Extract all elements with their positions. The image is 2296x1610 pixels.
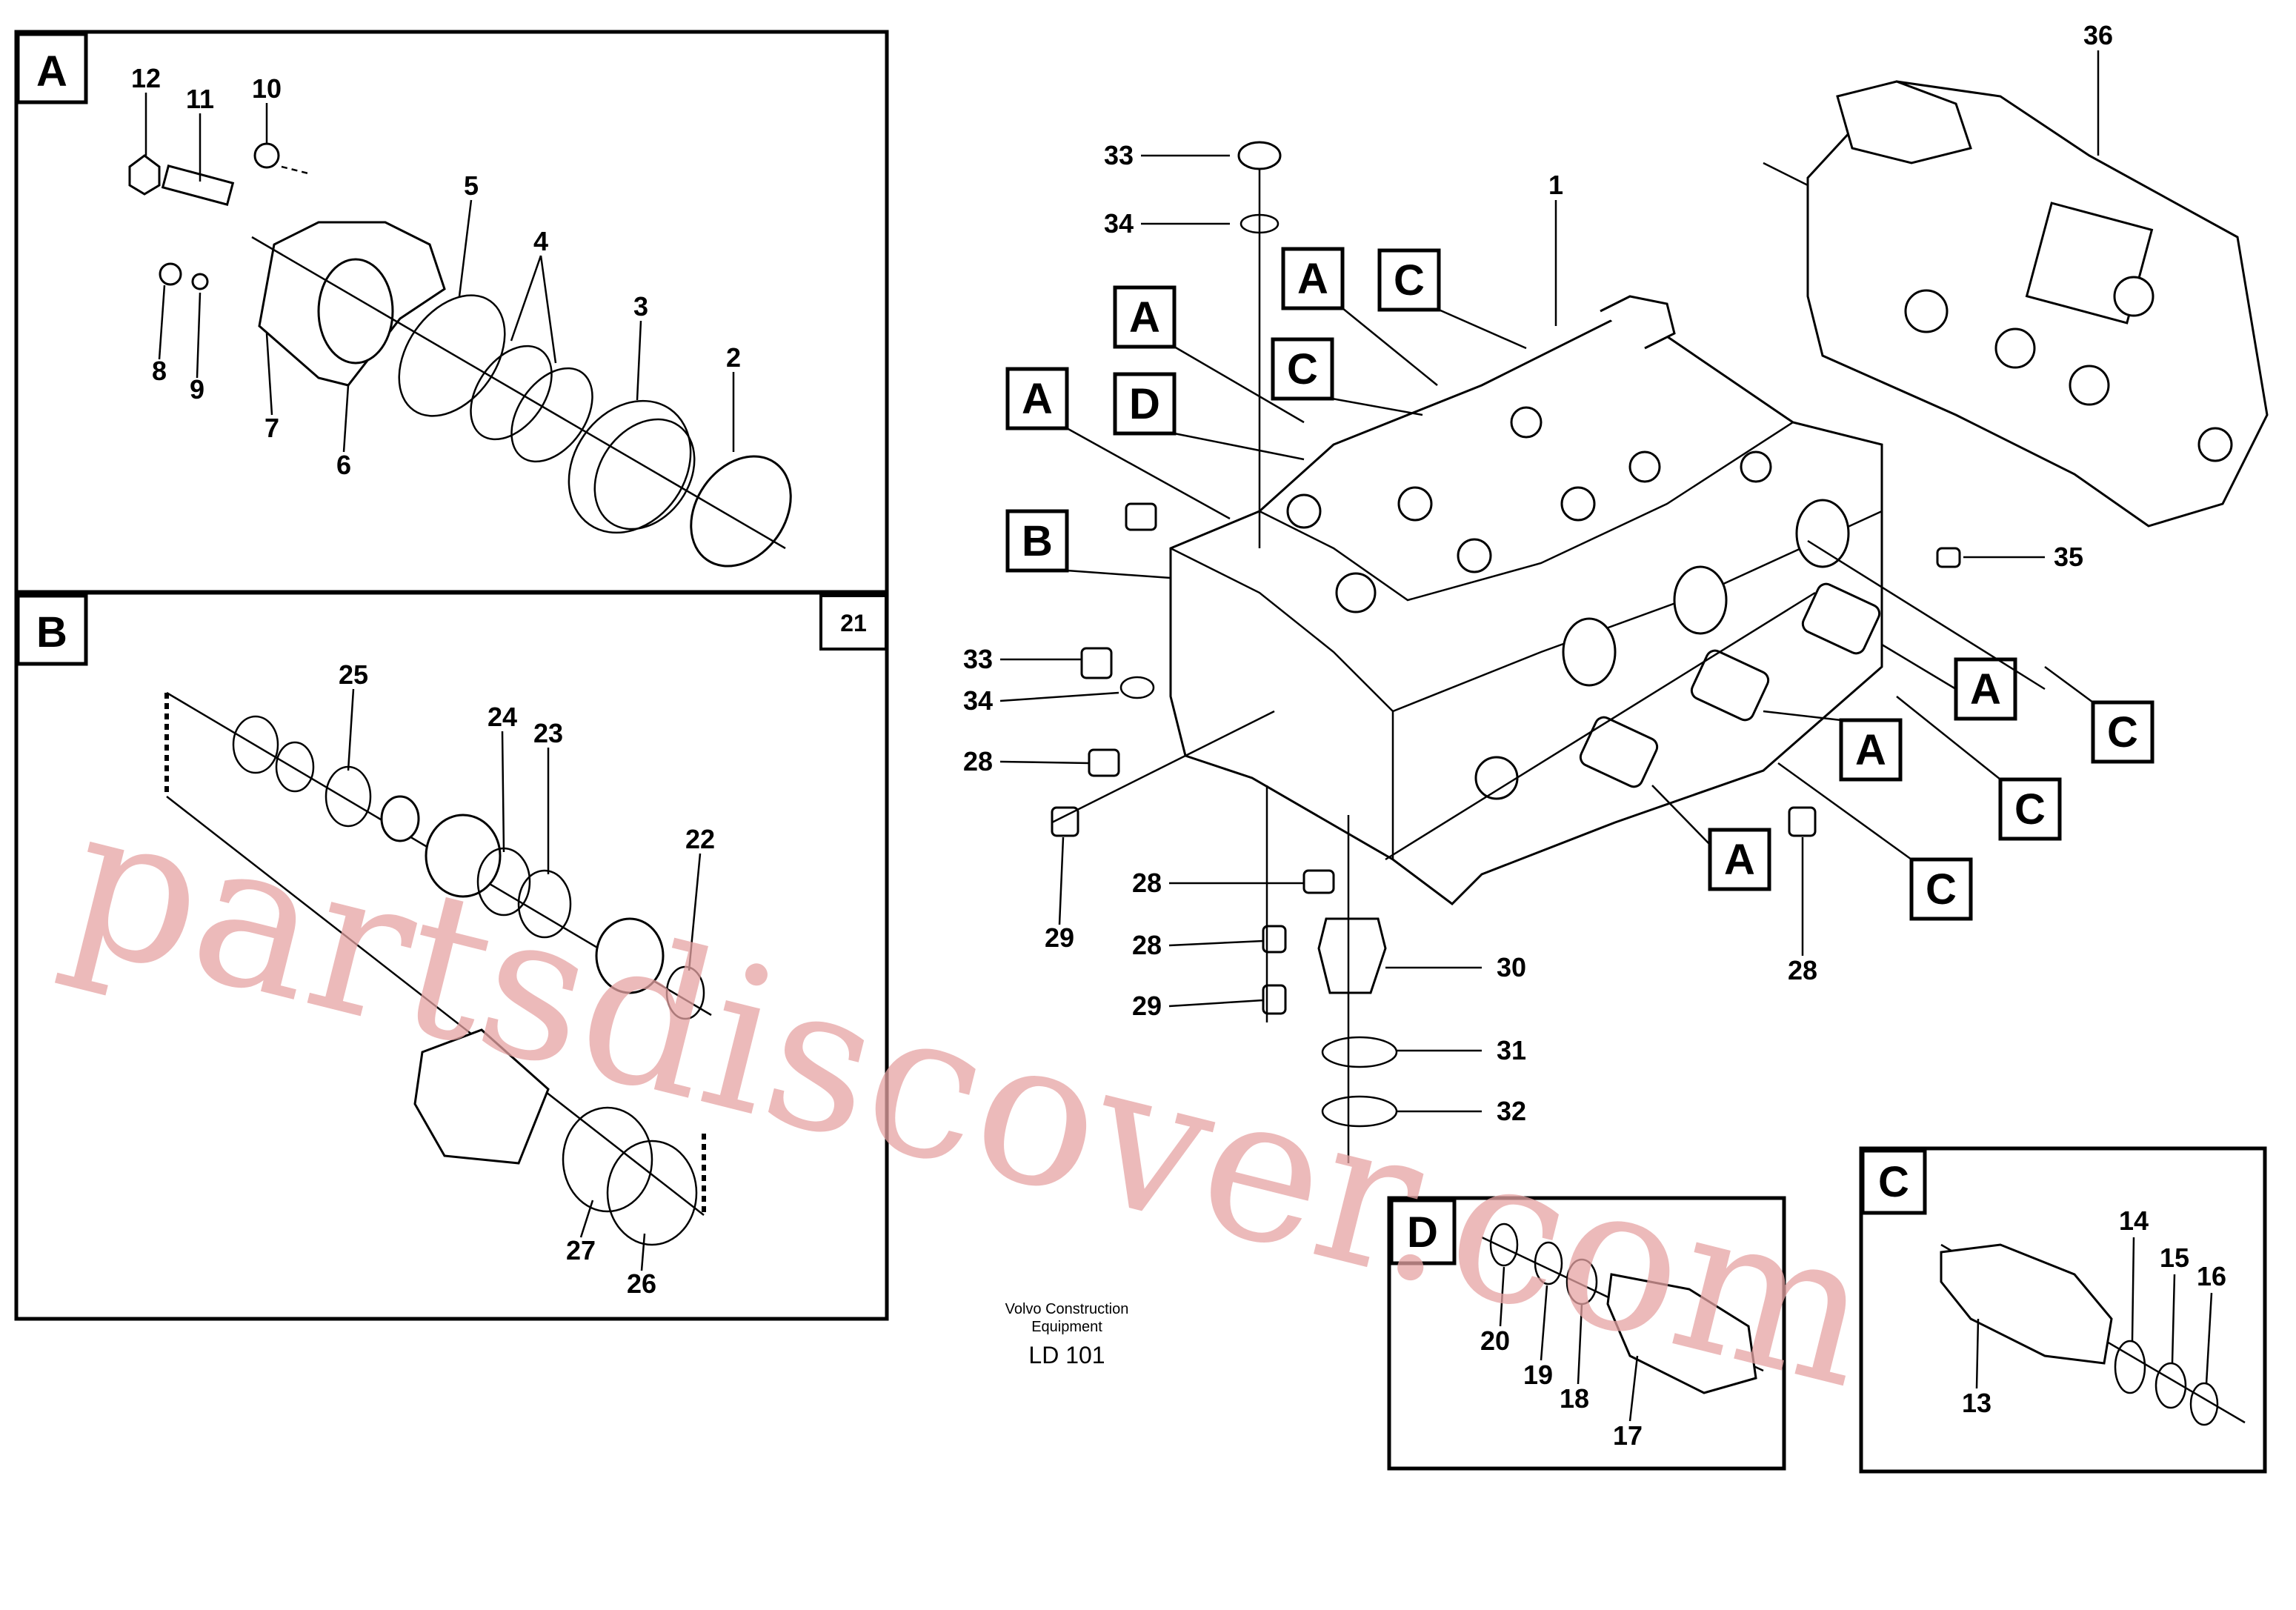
part-number-9: 9 [190,374,204,405]
part-number-10: 10 [252,73,282,104]
part-number-16: 16 [2197,1261,2226,1291]
part-number-18: 18 [1560,1383,1589,1414]
panel-b-label: B [36,608,67,656]
part-number-24: 24 [488,702,517,732]
assembled-valve-36 [1763,80,2269,528]
part-number-19: 19 [1523,1360,1553,1390]
part-number-13: 13 [1962,1388,1991,1418]
panel-d-label: D [1407,1208,1438,1257]
part-number-17: 17 [1613,1420,1643,1451]
panel-b-parts [164,691,712,1246]
callout-a-6: A [1724,836,1755,884]
panel-c: C 13 14 15 16 [1859,1146,2267,1474]
panel-b-ref-number: 21 [840,610,867,636]
part-number-28-low: 28 [1132,930,1162,960]
part-number-25: 25 [339,659,368,690]
part-number-12: 12 [131,63,161,93]
callout-c-4: C [2014,785,2046,834]
part-number-14: 14 [2119,1205,2149,1236]
part-number-28-right: 28 [1788,955,1817,985]
panel-a: A 12 11 10 5 4 3 2 8 9 7 6 [14,30,889,594]
callout-a-4: A [1970,665,2001,713]
part-number-27: 27 [566,1235,596,1265]
callout-a-2: A [1129,293,1160,342]
part-number-7: 7 [264,413,279,443]
part-number-28-mid: 28 [1132,868,1162,898]
part-number-6: 6 [336,450,351,480]
callout-c-3: C [2107,708,2138,756]
part-number-30: 30 [1497,952,1526,982]
panel-d: D 20 19 18 17 [1387,1196,1786,1471]
part-number-29-left: 29 [1045,922,1074,953]
main-valve-block [1051,156,2046,1163]
part-number-11: 11 [186,84,214,114]
part-number-26: 26 [627,1268,656,1299]
part-number-2: 2 [726,342,741,373]
part-number-33-left: 33 [963,644,993,674]
part-number-5: 5 [464,170,479,201]
part-number-35: 35 [2054,542,2083,572]
callout-a-3: A [1022,375,1053,423]
callout-b-1: B [1022,517,1053,565]
panel-c-label: C [1878,1158,1909,1206]
part-number-34-left: 34 [963,685,993,716]
panel-a-label: A [36,47,67,96]
callout-c-2: C [1287,345,1318,393]
panel-b: B 21 25 24 23 22 27 26 [14,591,889,1321]
callout-a-1: A [1297,255,1328,303]
callout-a-5: A [1855,726,1886,774]
part-number-20: 20 [1480,1325,1510,1356]
part-number-8: 8 [152,356,167,386]
part-number-4: 4 [533,226,548,256]
footer-drawing-code: LD 101 [1028,1342,1105,1368]
callouts: A A A A A A B C C C C C D [1005,247,2154,921]
callout-d-1: D [1129,380,1160,428]
part-number-22: 22 [685,824,715,854]
part-number-31: 31 [1497,1035,1526,1065]
part-number-15: 15 [2160,1243,2189,1273]
part-number-32: 32 [1497,1096,1526,1126]
part-number-33-top: 33 [1104,140,1134,170]
part-number-34-top: 34 [1104,208,1134,239]
footer-maker-line2: Equipment [1031,1319,1102,1335]
part-number-36: 36 [2083,20,2113,50]
part-number-23: 23 [533,718,563,748]
part-number-3: 3 [633,291,648,322]
part-number-28-left: 28 [963,746,993,776]
callout-c-1: C [1394,256,1425,305]
panel-a-parts [128,142,792,568]
callout-c-5: C [1926,865,1957,914]
part-number-29-mid: 29 [1132,991,1162,1021]
part-number-1: 1 [1548,170,1563,200]
footer-maker-line1: Volvo Construction [1005,1301,1129,1317]
watermark-text: partsdiscover.com [48,760,1894,1433]
